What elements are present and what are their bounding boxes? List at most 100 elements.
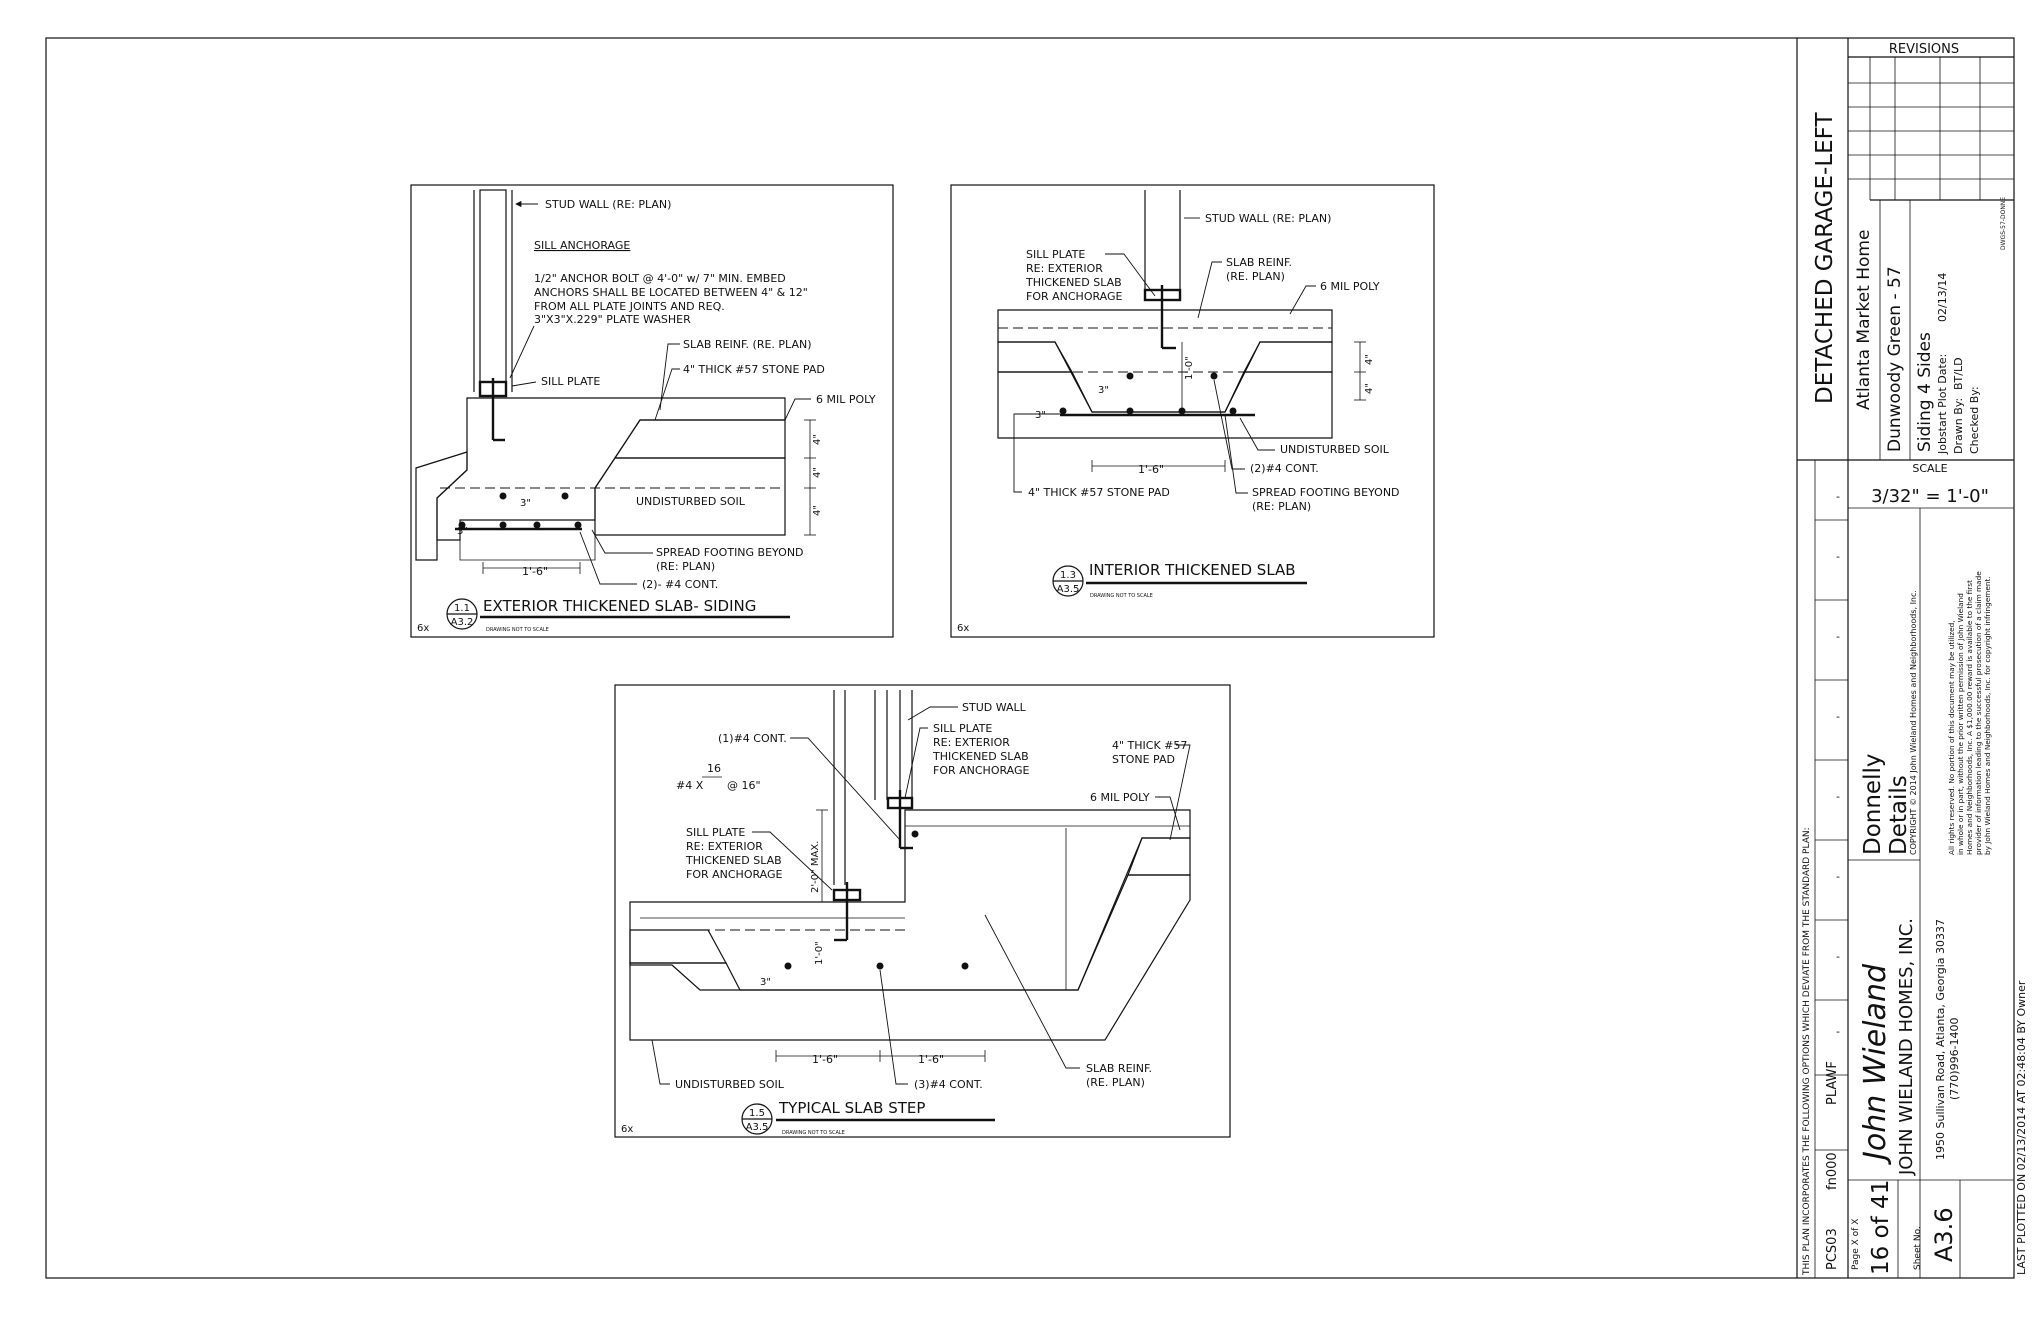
sheet-border bbox=[45, 37, 2015, 1279]
detail-frame bbox=[950, 184, 1435, 638]
dim-4c: 4" bbox=[812, 505, 823, 516]
detail-scale-mark: 6x bbox=[417, 623, 429, 634]
label-poly: 6 MIL POLY bbox=[1320, 280, 1380, 293]
label-cont-3: (3)#4 CONT. bbox=[914, 1078, 983, 1091]
sheet-label: Sheet No. bbox=[1913, 1226, 1923, 1270]
label-sill-3: THICKENED SLAB bbox=[1025, 276, 1122, 289]
detail-note: DRAWING NOT TO SCALE bbox=[782, 1130, 845, 1136]
label-stone-pad: 4" THICK #57 STONE PAD bbox=[683, 363, 825, 376]
label-anchor-1: 1/2" ANCHOR BOLT @ 4'-0" w/ 7" MIN. EMBE… bbox=[534, 272, 786, 285]
sheet-description: Details bbox=[1886, 775, 1912, 855]
option-dash-8: - bbox=[1836, 490, 1840, 503]
undisturbed-soil bbox=[629, 874, 1191, 1041]
plot-label: Jobstart Plot Date: bbox=[1936, 354, 1949, 455]
company-address: 1950 Sullivan Road, Atlanta, Georgia 303… bbox=[1934, 919, 1947, 1160]
label-stone: 4" THICK #57 STONE PAD bbox=[1028, 486, 1170, 499]
option-code-3: PLAWF bbox=[1825, 1061, 1840, 1105]
detail-typical-slab-step: STUD WALL (1)#4 CONT. #4 X 16 @ 16" SILL… bbox=[614, 684, 1231, 1138]
undisturbed-soil bbox=[997, 371, 1333, 439]
label-anchor-2: ANCHORS SHALL BE LOCATED BETWEEN 4" & 12… bbox=[534, 286, 808, 299]
community-name: Dunwoody Green - 57 bbox=[1885, 266, 1905, 452]
label-sill-a-4: FOR ANCHORAGE bbox=[933, 764, 1030, 777]
label-cont: (2)#4 CONT. bbox=[1250, 462, 1319, 475]
dim-4b: 4" bbox=[812, 467, 823, 478]
callout-number: 1.3 bbox=[1060, 570, 1076, 581]
label-poly: 6 MIL POLY bbox=[1090, 791, 1150, 804]
option-dash-1: - bbox=[1836, 1025, 1840, 1038]
option-dash-2: - bbox=[1836, 950, 1840, 963]
scale-value: 3/32" = 1'-0" bbox=[1871, 486, 1989, 507]
label-spread-1: SPREAD FOOTING BEYOND bbox=[656, 546, 804, 559]
label-slab-2: (RE. PLAN) bbox=[1086, 1076, 1145, 1089]
option-dash-5: - bbox=[1836, 710, 1840, 723]
drawn-label: Drawn By: bbox=[1952, 398, 1965, 454]
last-plotted: LAST PLOTTED ON 02/13/2014 AT 02:48:04 B… bbox=[2015, 980, 2028, 1275]
slab-concrete bbox=[436, 397, 786, 541]
legal-2: in whole or in part, without the prior w… bbox=[1956, 593, 1965, 855]
page-value: 16 of 41 bbox=[1868, 1180, 1894, 1275]
detail-title: EXTERIOR THICKENED SLAB- SIDING bbox=[483, 597, 756, 615]
label-undisturbed: UNDISTURBED SOIL bbox=[636, 495, 746, 508]
detail-scale-mark: 6x bbox=[957, 623, 969, 634]
detail-title: TYPICAL SLAB STEP bbox=[778, 1099, 925, 1117]
label-stud-wall: STUD WALL (RE: PLAN) bbox=[1205, 212, 1331, 225]
label-poly: 6 MIL POLY bbox=[816, 393, 876, 406]
callout-sheet: A3.5 bbox=[1057, 584, 1080, 595]
company-signature: John Wieland bbox=[1858, 963, 1893, 1165]
callout-number: 1.5 bbox=[749, 1108, 765, 1119]
label-stud-wall: STUD WALL (RE: PLAN) bbox=[545, 198, 671, 211]
stone-pad-right bbox=[1243, 341, 1333, 373]
callout-number: 1.1 bbox=[454, 603, 470, 614]
dim-4a: 4" bbox=[812, 434, 823, 445]
label-slab-1: SLAB REINF. bbox=[1226, 256, 1292, 269]
label-undisturbed: UNDISTURBED SOIL bbox=[1280, 443, 1390, 456]
stone-pad-left bbox=[629, 929, 728, 964]
label-sill-a-1: SILL PLATE bbox=[933, 722, 992, 735]
stone-pad-right bbox=[1127, 837, 1191, 876]
label-stone-2: STONE PAD bbox=[1112, 753, 1175, 766]
legal-5: by John Wieland Homes and Neighborhoods,… bbox=[1983, 576, 1992, 855]
label-sill-a-3: THICKENED SLAB bbox=[932, 750, 1029, 763]
option-code-2: fn000 bbox=[1825, 1152, 1840, 1190]
page-label: Page X of X bbox=[1851, 1219, 1861, 1270]
label-spread-1: SPREAD FOOTING BEYOND bbox=[1252, 486, 1400, 499]
option-dash-3: - bbox=[1836, 870, 1840, 883]
detail-exterior-thickened-slab: STUD WALL (RE: PLAN) SILL ANCHORAGE 1/2"… bbox=[410, 184, 894, 638]
dim-1-0: 1'-0" bbox=[1184, 356, 1195, 380]
option-note: THIS PLAN INCORPORATES THE FOLLOWING OPT… bbox=[1802, 827, 1812, 1276]
dim-1-0: 1'-0" bbox=[814, 941, 825, 965]
dim-1-6: 1'-6" bbox=[1138, 463, 1164, 476]
dim-1-6b: 1'-6" bbox=[918, 1053, 944, 1066]
slab-concrete bbox=[997, 309, 1333, 413]
plot-date: 02/13/14 bbox=[1936, 273, 1949, 322]
label-slab-reinf: SLAB REINF. (RE. PLAN) bbox=[683, 338, 812, 351]
stud-wall-insulation bbox=[479, 189, 507, 383]
option-dash-6: - bbox=[1836, 630, 1840, 643]
dim-3: 3" bbox=[1098, 385, 1109, 396]
dim-1-6a: 1'-6" bbox=[812, 1053, 838, 1066]
label-sill-1: SILL PLATE bbox=[1026, 248, 1085, 261]
label-sill-b-1: SILL PLATE bbox=[686, 826, 745, 839]
exterior-grade bbox=[415, 451, 468, 561]
option-dash-4: - bbox=[1836, 790, 1840, 803]
option-dash-7: - bbox=[1836, 550, 1840, 563]
detail-frame bbox=[614, 684, 1231, 1138]
plan-name: Donnelly bbox=[1860, 754, 1886, 855]
label-sill-4: FOR ANCHORAGE bbox=[1026, 290, 1123, 303]
dim-max: 2'-0" MAX. bbox=[810, 841, 821, 893]
checked-label: Checked By: bbox=[1968, 386, 1981, 454]
label-sill-2: RE: EXTERIOR bbox=[1026, 262, 1103, 275]
dwg-code: DWGS-57-DONNE bbox=[2000, 197, 2007, 250]
dim-4a: 4" bbox=[1364, 354, 1375, 365]
label-sill-a-2: RE: EXTERIOR bbox=[933, 736, 1010, 749]
company-name: JOHN WIELAND HOMES, INC. bbox=[1896, 918, 1917, 1176]
label-slab-1: SLAB REINF. bbox=[1086, 1062, 1152, 1075]
option-code-1: PCS03 bbox=[1825, 1228, 1840, 1270]
label-undisturbed: UNDISTURBED SOIL bbox=[675, 1078, 785, 1091]
dim-3: 3" bbox=[760, 977, 771, 988]
label-anchor-3: FROM ALL PLATE JOINTS AND REQ. bbox=[534, 300, 725, 313]
label-sill-anchorage: SILL ANCHORAGE bbox=[534, 239, 630, 252]
dim-3b: 3" bbox=[1035, 410, 1046, 421]
dim-4b: 4" bbox=[1364, 383, 1375, 394]
label-bar-num: 16 bbox=[707, 762, 721, 775]
